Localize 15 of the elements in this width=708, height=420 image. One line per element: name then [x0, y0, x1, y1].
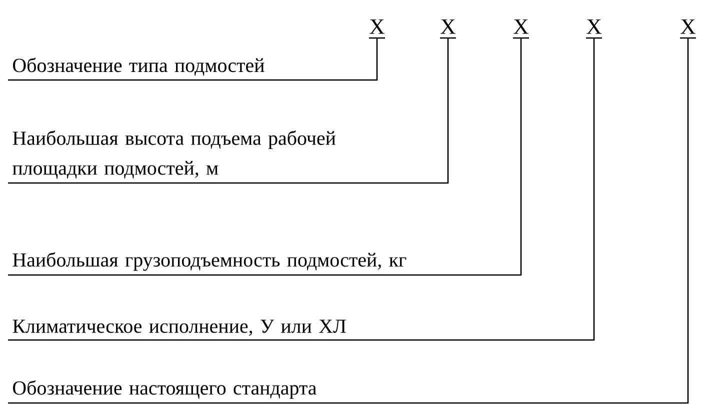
leader-line — [7, 37, 457, 184]
placeholder-letter: Х — [440, 19, 456, 34]
placeholder-letter: Х — [514, 19, 529, 34]
placeholder-letter: Х — [680, 19, 696, 34]
designation-label: Наибольшая грузоподъемность подмостей, кг — [12, 252, 406, 271]
placeholder-letter: Х — [586, 19, 602, 34]
placeholder-letter: Х — [370, 19, 385, 34]
leader-line — [7, 37, 603, 341]
leader-line — [7, 37, 697, 404]
designation-label: Обозначение настоящего стандарта — [13, 380, 316, 399]
designation-label: Наибольшая высота подъема рабочей площадки подмостей, м — [12, 130, 336, 179]
designation-label: Климатическое исполнение, У или ХЛ — [12, 320, 346, 336]
leader-line — [7, 37, 530, 276]
designation-label: Обозначение типа подмостей — [13, 58, 264, 76]
leader-line — [7, 37, 386, 81]
